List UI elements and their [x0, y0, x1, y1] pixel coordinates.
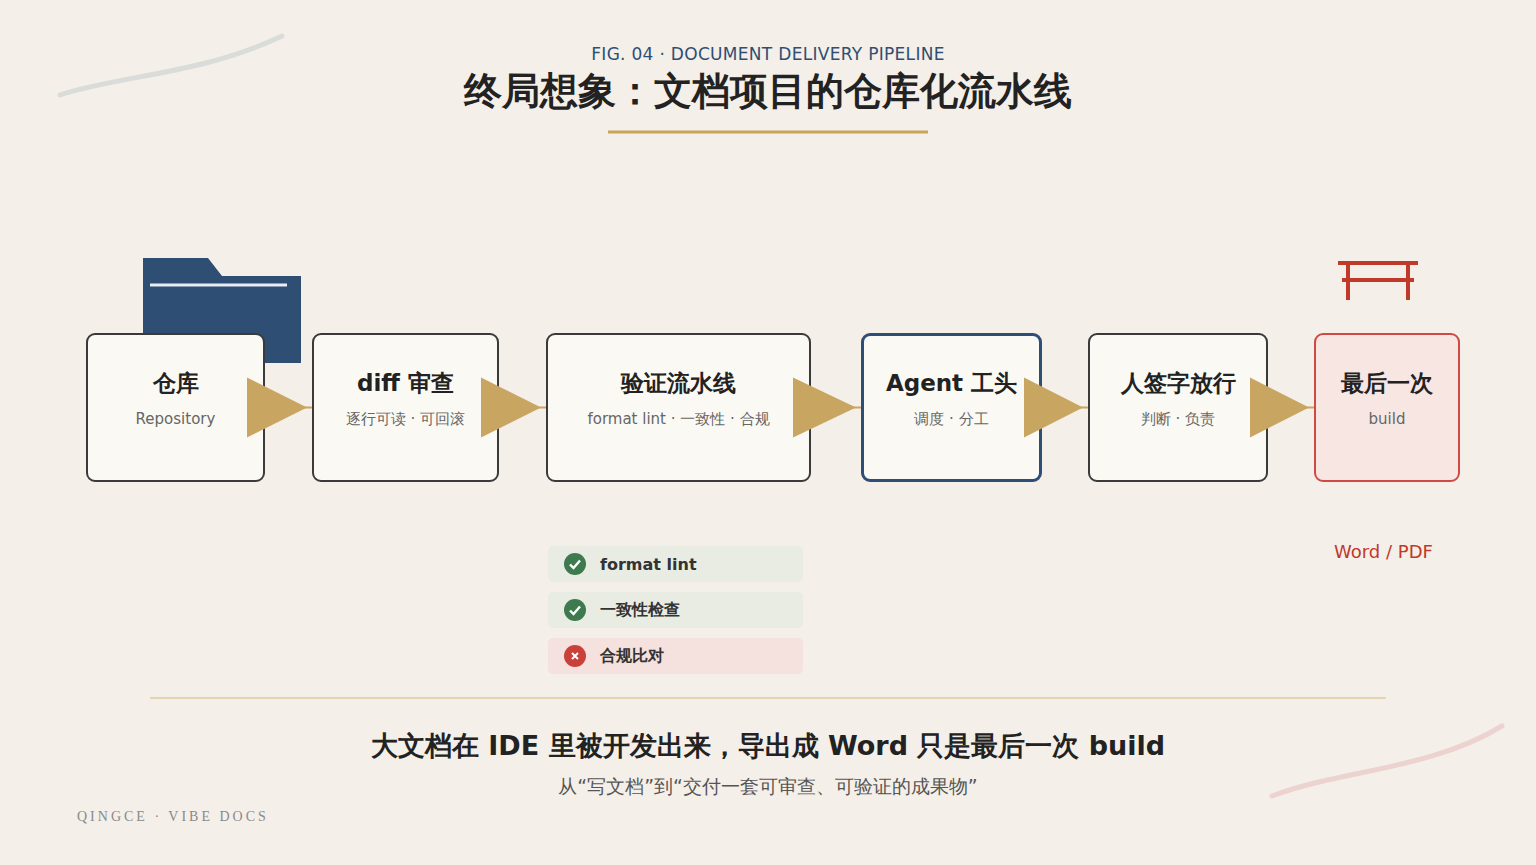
node-title: 最后一次	[1316, 368, 1458, 398]
flow-arrow	[1250, 378, 1314, 438]
separator-line	[150, 697, 1386, 699]
connector-line	[265, 407, 312, 409]
torii-icon	[1338, 261, 1418, 300]
check-mark	[570, 607, 580, 615]
node-subtitle: 逐行可读 · 可回滚	[314, 409, 497, 429]
title-underline	[608, 131, 928, 134]
arrow-head	[1024, 378, 1083, 438]
output-label: Word / PDF	[1334, 541, 1433, 562]
diagram-caption: 大文档在 IDE 里被开发出来，导出成 Word 只是最后一次 build	[0, 728, 1536, 764]
brush-stroke	[60, 36, 282, 95]
flow-arrow	[1024, 378, 1088, 438]
flow-arrow	[793, 378, 861, 438]
node-subtitle: format lint · 一致性 · 合规	[548, 409, 809, 429]
arrow-head	[247, 378, 307, 438]
check-item: format lint	[548, 546, 803, 582]
check-item: 一致性检查	[548, 592, 803, 628]
torii-post	[1406, 261, 1410, 300]
node-subtitle: 调度 · 分工	[864, 409, 1039, 429]
node-title: format lint	[600, 555, 697, 574]
cross-icon	[564, 645, 586, 667]
icon-circle	[564, 645, 586, 667]
folder-line	[150, 284, 287, 287]
node-title: diff 审查	[314, 368, 497, 398]
cross-mark	[572, 653, 578, 659]
node-title: 合规比对	[600, 646, 664, 667]
check-icon	[564, 599, 586, 621]
node-title: Agent 工头	[864, 368, 1039, 398]
output-box: 最后一次 build	[1314, 333, 1460, 482]
brush-stroke	[1272, 726, 1502, 796]
node-subtitle: Repository	[88, 409, 263, 429]
arrow-head	[793, 378, 856, 438]
flow-arrow	[481, 378, 546, 438]
node-title: 验证流水线	[548, 368, 809, 398]
figure-label: FIG. 04 · DOCUMENT DELIVERY PIPELINE	[0, 44, 1536, 64]
watermark: QINGCE · VIBE DOCS	[77, 809, 269, 825]
node-title: 人签字放行	[1090, 368, 1266, 398]
check-icon	[564, 553, 586, 575]
process-box: 验证流水线 format lint · 一致性 · 合规	[546, 333, 811, 482]
arrow-head	[1250, 378, 1309, 438]
diagram-title: 终局想象：文档项目的仓库化流水线	[0, 66, 1536, 117]
arrow-head	[481, 378, 541, 438]
torii-beam	[1342, 278, 1414, 282]
check-mark	[570, 561, 580, 569]
process-box: diff 审查逐行可读 · 可回滚	[312, 333, 499, 482]
connector-line	[1268, 407, 1314, 409]
node-title: 一致性检查	[600, 600, 680, 621]
process-box: 人签字放行判断 · 负责	[1088, 333, 1268, 482]
process-box: 仓库 Repository	[86, 333, 265, 482]
caption-subtitle: 从“写文档”到“交付一套可审查、可验证的成果物”	[0, 774, 1536, 800]
icon-circle	[564, 553, 586, 575]
check-item: 合规比对	[548, 638, 803, 674]
node-title: 仓库	[88, 368, 263, 398]
connector-line	[811, 407, 861, 409]
flow-arrow	[247, 378, 312, 438]
connector-line	[1042, 407, 1088, 409]
process-box: Agent 工头调度 · 分工	[861, 333, 1042, 482]
icon-circle	[564, 599, 586, 621]
connector-line	[499, 407, 546, 409]
node-subtitle: build	[1316, 409, 1458, 429]
node-subtitle: 判断 · 负责	[1090, 409, 1266, 429]
torii-post	[1346, 261, 1350, 300]
